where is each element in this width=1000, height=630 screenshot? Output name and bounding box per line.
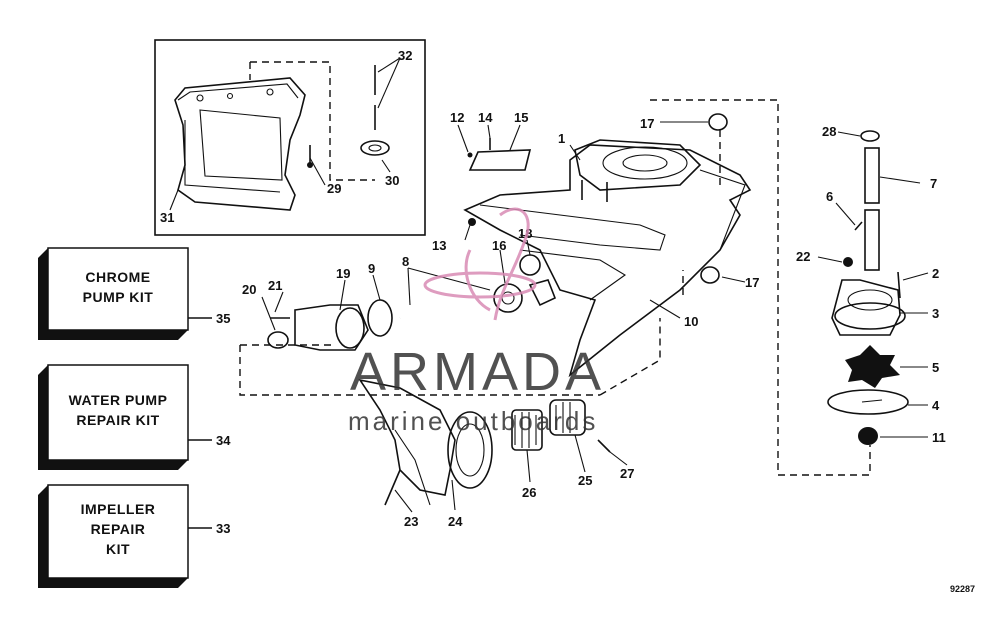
part-number: 19 bbox=[336, 266, 350, 281]
adapter-housing bbox=[174, 77, 306, 211]
watermark-logo bbox=[423, 207, 537, 321]
part-number: 29 bbox=[327, 181, 341, 196]
part-number: 20 bbox=[242, 282, 256, 297]
part-number: 10 bbox=[684, 314, 698, 329]
part-number: 15 bbox=[514, 110, 528, 125]
part-number: 14 bbox=[478, 110, 493, 125]
kit-label-line: PUMP KIT bbox=[83, 289, 154, 305]
part-number: 31 bbox=[160, 210, 174, 225]
part-number: 27 bbox=[620, 466, 634, 481]
part-number: 5 bbox=[932, 360, 939, 375]
part-number: 1 bbox=[558, 131, 565, 146]
kit-label-line: KIT bbox=[106, 541, 130, 557]
part-number: 30 bbox=[385, 173, 399, 188]
part-number: 13 bbox=[432, 238, 446, 253]
part-number: 11 bbox=[932, 430, 946, 445]
part-labels: 1 2 3 4 5 6 7 8 9 10 11 12 13 14 15 16 1… bbox=[160, 48, 946, 529]
watermark: ARMADA marine outboards bbox=[348, 207, 605, 436]
part-number: 9 bbox=[368, 261, 375, 276]
watermark-tagline: marine outboards bbox=[348, 406, 598, 436]
leader-lines bbox=[169, 121, 929, 513]
part-number: 23 bbox=[404, 514, 418, 529]
kit-label-line: CHROME bbox=[85, 269, 150, 285]
part-number: 32 bbox=[398, 48, 412, 63]
part-number: 24 bbox=[448, 514, 463, 529]
kit-box-chrome: CHROME PUMP KIT 35 bbox=[38, 247, 230, 340]
part-number: 35 bbox=[216, 311, 230, 326]
pump-base bbox=[831, 279, 906, 336]
part-number: 16 bbox=[492, 238, 506, 253]
part-number: 2 bbox=[932, 266, 939, 281]
part-number: 3 bbox=[932, 306, 939, 321]
part-number: 21 bbox=[268, 278, 282, 293]
part-number: 26 bbox=[522, 485, 536, 500]
watermark-brand: ARMADA bbox=[350, 342, 605, 402]
kit-box-impeller: IMPELLER REPAIR KIT 33 bbox=[38, 484, 230, 588]
figure-code: 92287 bbox=[950, 584, 975, 594]
part-number: 4 bbox=[932, 398, 940, 413]
kit-label-line: REPAIR KIT bbox=[76, 412, 159, 428]
part-number: 22 bbox=[796, 249, 810, 264]
part-number: 34 bbox=[216, 433, 231, 448]
part-number: 12 bbox=[450, 110, 464, 125]
part-number: 33 bbox=[216, 521, 230, 536]
propeller bbox=[358, 378, 493, 506]
kit-label-line: IMPELLER bbox=[81, 501, 156, 517]
kit-box-water-pump: WATER PUMP REPAIR KIT 34 bbox=[38, 364, 231, 470]
part-number: 25 bbox=[578, 473, 592, 488]
part-number: 17 bbox=[640, 116, 654, 131]
inset-box bbox=[154, 39, 426, 236]
impeller bbox=[845, 345, 900, 388]
part-number: 7 bbox=[930, 176, 937, 191]
part-number: 28 bbox=[822, 124, 836, 139]
gear-housing bbox=[463, 139, 752, 378]
part-number: 8 bbox=[402, 254, 409, 269]
part-number: 17 bbox=[745, 275, 759, 290]
kit-label-line: REPAIR bbox=[91, 521, 146, 537]
kit-label-line: WATER PUMP bbox=[69, 392, 168, 408]
part-number: 6 bbox=[826, 189, 833, 204]
